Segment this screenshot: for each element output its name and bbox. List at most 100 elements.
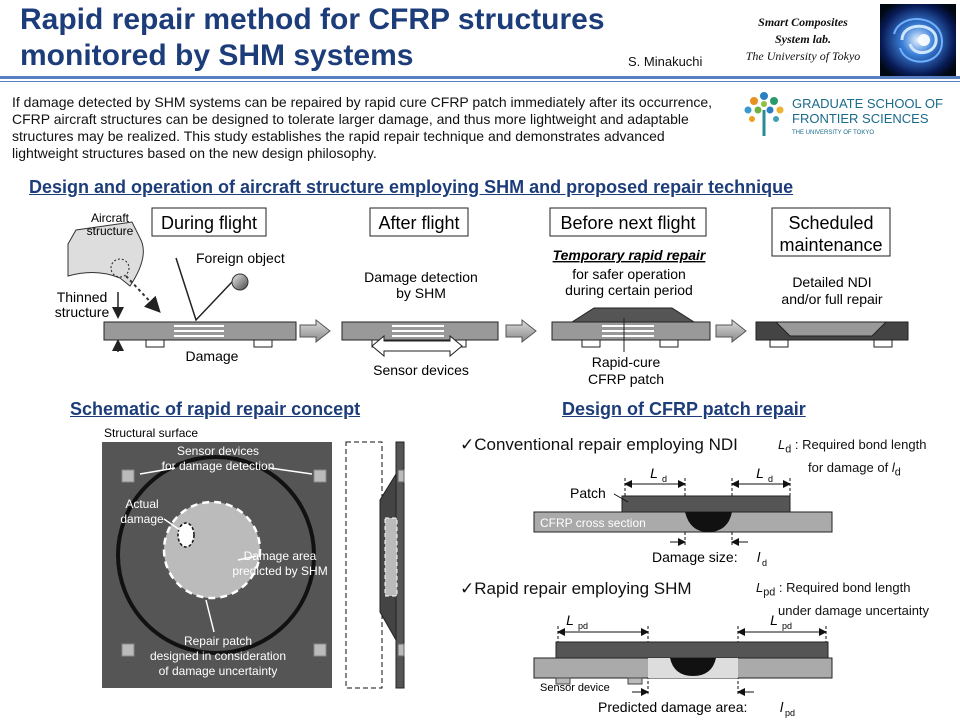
detect-label-2: by SHM — [396, 285, 446, 301]
lab-line-3: The University of Tokyo — [745, 49, 861, 63]
damage-area-label-1: Damage area — [244, 549, 317, 563]
ld-left-sub: d — [662, 474, 667, 484]
ld-sub: d — [785, 443, 792, 456]
actual-damage — [177, 522, 195, 548]
temp-repair-label: Temporary rapid repair — [553, 247, 707, 263]
operation-diagram: During flight Aircraft structure Thinned… — [55, 207, 909, 387]
stage-scheduled-maintenance-box — [771, 207, 891, 257]
school-logo: GRADUATE SCHOOL OF FRONTIER SCIENCES THE… — [744, 92, 943, 136]
ld-def-2: for damage of — [808, 459, 892, 475]
school-line-3: THE UNIVERSITY OF TOKYO — [792, 130, 874, 136]
ndi-label-2: and/or full repair — [781, 291, 883, 307]
stage-before-next-flight-box — [549, 207, 707, 237]
zoom-circle — [110, 258, 130, 278]
damage-size-sub: d — [762, 558, 767, 568]
rapid-patch — [555, 641, 829, 659]
structural-surface-label: Structural surface — [104, 426, 198, 440]
foreign-object-ball — [231, 273, 249, 291]
ld-left-symbol: L — [650, 465, 658, 481]
lpd-right-sub: pd — [782, 621, 792, 631]
lpd-definition: Lpd : Required bond length under damage … — [756, 579, 956, 619]
cross-section-label: CFRP cross section — [540, 516, 646, 530]
stage-scheduled-line-2: maintenance — [779, 235, 882, 255]
sensor-bl — [121, 643, 135, 657]
side-damage — [384, 517, 398, 597]
flow-arrow-2 — [505, 318, 537, 344]
patch-label: Patch — [570, 485, 606, 501]
aircraft-label-2: structure — [87, 224, 134, 238]
lpd-def-2: under damage uncertainty — [778, 602, 930, 618]
lpd-sub: pd — [763, 586, 776, 599]
stage-during-flight-box — [151, 207, 267, 237]
ld-def-sub: d — [894, 466, 901, 479]
repair-concept-schematic: Structural surface Sensor devices for da… — [102, 426, 405, 689]
cfrp-cross-section — [533, 511, 833, 533]
sensor-label-2: for damage detection — [162, 459, 275, 473]
ndi-label-1: Detailed NDI — [792, 274, 871, 290]
damage-size-label: Damage size: — [652, 549, 738, 565]
sensor-device-label: Sensor device — [540, 682, 610, 694]
header-rule-thin — [0, 81, 960, 82]
patch-label-2: designed in consideration — [150, 649, 286, 663]
conv-patch — [621, 495, 791, 513]
ld-symbol: L — [778, 437, 786, 452]
conv-damage — [685, 512, 732, 532]
patch-label-1: Repair patch — [184, 634, 252, 648]
rapid-patch-shape — [570, 307, 696, 323]
actual-damage-label-1: Actual — [125, 497, 158, 511]
ld-right-symbol: L — [756, 465, 764, 481]
stage-during-flight: During flight — [161, 213, 257, 233]
patch-label-3: of damage uncertainty — [159, 664, 278, 678]
predicted-area-label: Predicted damage area: — [598, 699, 747, 715]
sensor-label-1: Sensor devices — [177, 444, 259, 458]
header-rule — [0, 76, 960, 79]
stage-after-flight: After flight — [378, 213, 459, 233]
ld-right-sub: d — [768, 474, 773, 484]
lab-line-2: System lab. — [775, 32, 831, 46]
lpd-right-symbol: L — [770, 612, 778, 628]
aircraft-label-1: Aircraft — [91, 211, 130, 225]
conventional-heading: ✓Conventional repair employing NDI — [460, 435, 738, 454]
zoom-arrow — [125, 275, 161, 313]
section3-heading: Design of CFRP patch repair — [562, 399, 806, 419]
rapid-repair-diagram: L pd L pd Sensor device Predicted damage… — [533, 612, 833, 718]
intro-paragraph: If damage detected by SHM systems can be… — [12, 94, 713, 161]
predicted-area-sub: pd — [785, 708, 795, 718]
lab-logo — [880, 4, 956, 76]
rapid-patch-label-2: CFRP patch — [588, 371, 664, 387]
detect-label-1: Damage detection — [364, 269, 478, 285]
sensor-double-arrow — [371, 334, 463, 358]
flow-arrow-3 — [715, 318, 747, 344]
section-view-frame — [345, 441, 383, 689]
lpd-symbol: L — [756, 580, 764, 595]
stage-after-flight-box — [369, 207, 469, 237]
lab-name: Smart Composites System lab. The Univers… — [728, 14, 878, 65]
stage-before-next-flight: Before next flight — [560, 213, 695, 233]
ld-def-1: : Required bond length — [791, 437, 927, 452]
lpd-left-sub: pd — [578, 621, 588, 631]
flow-arrow-1 — [299, 318, 331, 344]
tree-icon — [744, 92, 784, 136]
sensor-tl — [121, 469, 135, 483]
sensors-label: Sensor devices — [373, 362, 469, 378]
foreign-label: Foreign object — [196, 250, 285, 266]
damage-area-label-2: predicted by SHM — [232, 564, 327, 578]
rapid-heading: ✓Rapid repair employing SHM — [460, 579, 692, 598]
lab-line-1: Smart Composites — [758, 15, 848, 29]
damage-label: Damage — [186, 348, 239, 364]
aircraft-structure-shape — [67, 221, 144, 287]
school-line-1: GRADUATE SCHOOL OF — [792, 96, 943, 111]
full-repair-shape — [755, 321, 909, 341]
lpd-def-1: : Required bond length — [775, 580, 911, 595]
section1-heading: Design and operation of aircraft structu… — [29, 177, 794, 197]
damage-size-symbol: l — [757, 549, 761, 565]
conventional-repair-diagram: L d L d Patch CFRP cross section Damage … — [533, 465, 833, 568]
ld-definition: Ld : Required bond length for damage of … — [778, 436, 956, 481]
section2-heading: Schematic of rapid repair concept — [70, 399, 361, 419]
sensor-tr — [313, 469, 327, 483]
lpd-left-symbol: L — [566, 612, 574, 628]
title-line-2: monitored by SHM systems — [20, 39, 414, 72]
page-title: Rapid repair method for CFRP structures … — [20, 2, 605, 74]
ld-def-sym: l — [891, 459, 895, 475]
thinned-label-1: Thinned — [57, 289, 108, 305]
